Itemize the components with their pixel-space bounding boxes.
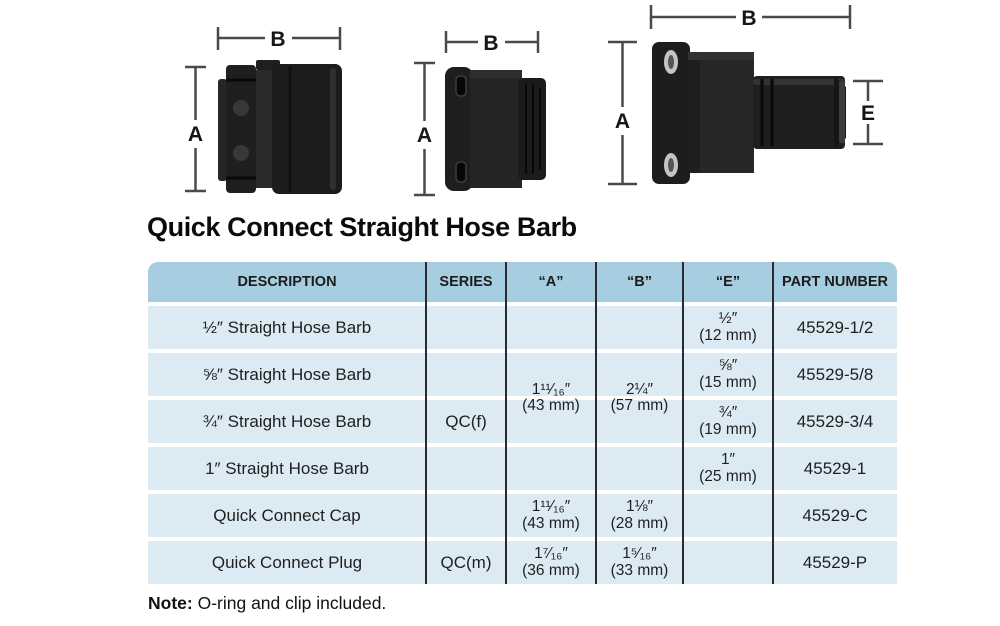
- dim-a-mm: (36 mm): [522, 561, 580, 579]
- cell-dim-a: 1¹¹⁄₁₆″ (43 mm): [506, 498, 596, 532]
- dim-label-b: B: [741, 7, 756, 30]
- cell-description: Quick Connect Plug: [211, 552, 363, 572]
- cell-part-number: 45529-5/8: [796, 364, 874, 384]
- dim-a-mm: (43 mm): [522, 514, 580, 532]
- merged-cell-dim-b: 2¼″ (57 mm): [596, 306, 683, 490]
- cell-description: ⅝″ Straight Hose Barb: [202, 364, 372, 384]
- cell-dim-b: 1⁵⁄₁₆″ (33 mm): [596, 545, 683, 579]
- column-divider: [425, 262, 427, 584]
- header-dim-e: “E”: [715, 274, 741, 290]
- figure-cap-view: B A: [414, 31, 546, 197]
- footnote: Note: O-ring and clip included.: [148, 593, 386, 614]
- dim-label-b: B: [270, 28, 285, 51]
- dim-e-inches: ½″: [718, 310, 738, 327]
- dim-b-inches: 1⅛″: [625, 498, 654, 515]
- header-dim-b: “B”: [627, 274, 652, 290]
- dimension-a: A: [185, 65, 206, 193]
- dim-a-inches: 1¹¹⁄₁₆″: [531, 380, 571, 398]
- dimension-a: A: [414, 61, 435, 197]
- dim-label-a: A: [417, 124, 432, 147]
- dim-e-mm: (12 mm): [699, 326, 757, 344]
- spec-table: DESCRIPTION SERIES “A” “B” “E” PART NUMB…: [148, 262, 897, 584]
- figure-coupler-side-view: B A: [185, 27, 342, 194]
- column-divider: [595, 262, 597, 584]
- cell-description: ½″ Straight Hose Barb: [202, 317, 372, 337]
- cell-dim-e: ½″ (12 mm): [683, 310, 773, 344]
- dimension-b: B: [444, 31, 540, 55]
- dim-b-mm: (28 mm): [610, 514, 669, 532]
- dim-e-mm: (15 mm): [699, 373, 757, 391]
- dim-b-mm: (57 mm): [610, 397, 669, 414]
- table-row: Quick Connect Cap 1¹¹⁄₁₆″ (43 mm) 1⅛″ (2…: [148, 494, 897, 537]
- dim-label-a: A: [188, 123, 203, 146]
- page-title: Quick Connect Straight Hose Barb: [147, 212, 577, 242]
- hose-barb-body-illustration: [652, 42, 846, 184]
- cell-dim-e: ⅝″ (15 mm): [683, 357, 773, 391]
- table-row: Quick Connect Plug QC(m) 1⁷⁄₁₆″ (36 mm) …: [148, 541, 897, 584]
- table-header-row: DESCRIPTION SERIES “A” “B” “E” PART NUMB…: [148, 262, 897, 302]
- dimension-a: A: [608, 40, 637, 186]
- cell-part-number: 45529-C: [802, 505, 868, 525]
- figure-hose-barb-view: B A E: [608, 5, 883, 186]
- dim-e-mm: (25 mm): [699, 467, 757, 485]
- column-divider: [682, 262, 684, 584]
- cell-part-number: 45529-1/2: [796, 317, 874, 337]
- dim-b-inches: 1⁵⁄₁₆″: [622, 545, 657, 562]
- cell-dim-a: 1⁷⁄₁₆″ (36 mm): [506, 545, 596, 579]
- merged-cell-series-qcf: QC(f): [445, 411, 487, 431]
- dim-label-b: B: [483, 32, 498, 55]
- coupler-body-illustration: [218, 60, 342, 194]
- cell-description: 1″ Straight Hose Barb: [205, 458, 369, 478]
- cell-description: ¾″ Straight Hose Barb: [202, 411, 372, 431]
- cell-dim-e: ¾″ (19 mm): [683, 404, 773, 438]
- dim-a-mm: (43 mm): [522, 397, 580, 414]
- cell-part-number: 45529-P: [802, 552, 868, 572]
- footnote-text: O-ring and clip included.: [192, 593, 387, 613]
- dim-e-inches: ⅝″: [718, 357, 738, 374]
- dim-e-inches: ¾″: [718, 404, 738, 421]
- cell-part-number: 45529-3/4: [796, 411, 874, 431]
- dim-a-inches: 1⁷⁄₁₆″: [534, 545, 568, 562]
- dimension-b: B: [216, 27, 342, 51]
- dim-e-mm: (19 mm): [699, 420, 757, 438]
- dim-label-e: E: [861, 102, 875, 125]
- footnote-label: Note:: [148, 593, 193, 613]
- dimension-b: B: [649, 5, 852, 30]
- cell-series: QC(m): [440, 552, 492, 572]
- header-description: DESCRIPTION: [237, 274, 337, 290]
- dimension-e: E: [853, 79, 883, 146]
- column-divider: [772, 262, 774, 584]
- cell-dim-b: 1⅛″ (28 mm): [596, 498, 683, 532]
- dim-a-inches: 1¹¹⁄₁₆″: [531, 498, 571, 515]
- dim-label-a: A: [615, 110, 630, 133]
- header-part-number: PART NUMBER: [781, 274, 889, 290]
- merged-cell-dim-a: 1¹¹⁄₁₆″ (43 mm): [506, 306, 596, 490]
- cell-part-number: 45529-1: [803, 458, 867, 478]
- cell-dim-e: 1″ (25 mm): [683, 451, 773, 485]
- dim-b-mm: (33 mm): [610, 561, 669, 579]
- column-divider: [505, 262, 507, 584]
- dim-e-inches: 1″: [720, 451, 736, 468]
- header-series: SERIES: [439, 274, 493, 290]
- cell-description: Quick Connect Cap: [213, 505, 361, 525]
- header-dim-a: “A”: [538, 274, 564, 290]
- dim-b-inches: 2¼″: [625, 380, 654, 398]
- cap-body-illustration: [445, 67, 546, 191]
